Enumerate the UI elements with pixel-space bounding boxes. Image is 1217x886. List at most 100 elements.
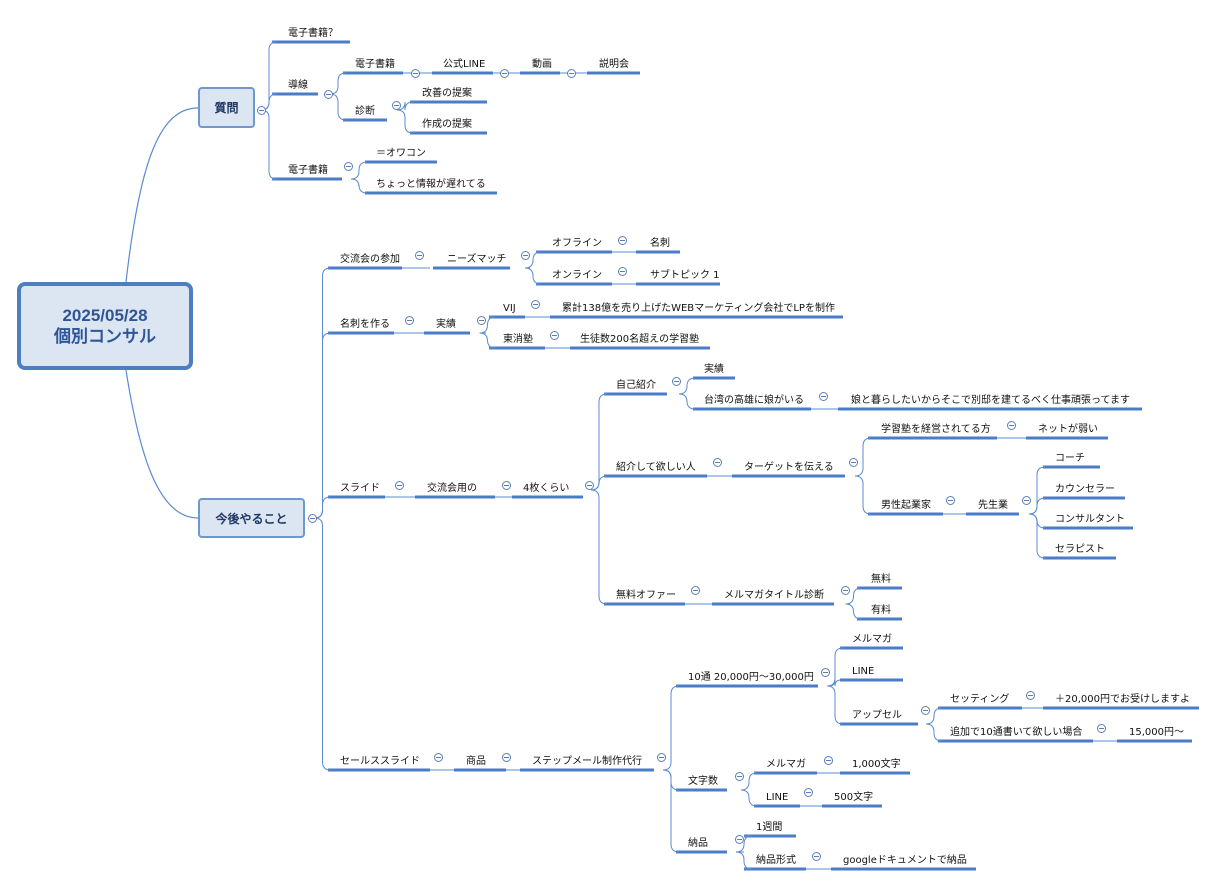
collapse-toggle-icon[interactable]: [823, 755, 833, 765]
collapse-toggle-icon[interactable]: [945, 495, 955, 505]
collapse-toggle-icon[interactable]: [820, 667, 830, 677]
node-koryukaiyou[interactable]: 交流会用の: [427, 483, 477, 494]
node-merumaga[interactable]: メルマガ: [852, 634, 892, 645]
collapse-toggle-icon[interactable]: [712, 457, 722, 467]
collapse-toggle-icon[interactable]: [848, 457, 858, 467]
node-taiwan-detail[interactable]: 娘と暮らしたいからそこで別邸を建てるべく仕事頑張ってます: [851, 395, 1130, 406]
node-dosen-video[interactable]: 動画: [532, 59, 552, 70]
node-sakusei[interactable]: 作成の提案: [422, 119, 472, 130]
branch-kongo[interactable]: 今後やること: [198, 498, 305, 538]
node-shohin[interactable]: 商品: [466, 756, 486, 767]
node-vij[interactable]: VIJ: [503, 303, 516, 314]
node-ebook-question[interactable]: 電子書籍？: [288, 28, 338, 39]
node-nohin-keishiki[interactable]: 納品形式: [756, 855, 796, 866]
node-jiko-jisseki[interactable]: 実績: [704, 364, 724, 375]
node-meishi-tsukuru[interactable]: 名刺を作る: [340, 319, 390, 330]
collapse-toggle-icon[interactable]: [920, 705, 930, 715]
collapse-toggle-icon[interactable]: [840, 585, 850, 595]
node-mj-merumaga[interactable]: メルマガ: [766, 759, 806, 770]
node-toshojuku[interactable]: 東消塾: [503, 334, 533, 345]
node-online[interactable]: オンライン: [552, 270, 602, 281]
node-muryo-offer[interactable]: 無料オファー: [616, 590, 676, 601]
collapse-toggle-icon[interactable]: [433, 752, 443, 762]
node-koryukai[interactable]: 交流会の参加: [340, 254, 400, 265]
node-subtopic[interactable]: サブトピック 1: [650, 270, 720, 281]
node-vij-detail[interactable]: 累計138億を売り上げたWEBマーケティング会社でLPを制作: [562, 303, 835, 314]
collapse-toggle-icon[interactable]: [584, 480, 594, 490]
collapse-toggle-icon[interactable]: [1096, 723, 1106, 733]
collapse-toggle-icon[interactable]: [410, 68, 420, 78]
root-topic[interactable]: 2025/05/28 個別コンサル: [17, 282, 193, 370]
node-isshukan[interactable]: 1週間: [756, 822, 783, 833]
node-meishi[interactable]: 名刺: [650, 238, 670, 249]
collapse-toggle-icon[interactable]: [520, 250, 530, 260]
node-google[interactable]: googleドキュメントで納品: [843, 855, 967, 866]
node-upsell[interactable]: アップセル: [852, 710, 902, 721]
collapse-toggle-icon[interactable]: [549, 330, 559, 340]
collapse-toggle-icon[interactable]: [617, 235, 627, 245]
node-mojisu[interactable]: 文字数: [688, 776, 718, 787]
collapse-toggle-icon[interactable]: [1006, 420, 1016, 430]
collapse-toggle-icon[interactable]: [818, 391, 828, 401]
collapse-toggle-icon[interactable]: [499, 68, 509, 78]
collapse-toggle-icon[interactable]: [256, 105, 266, 115]
node-sensei[interactable]: 先生業: [978, 500, 1008, 511]
collapse-toggle-icon[interactable]: [307, 513, 317, 523]
node-nohin[interactable]: 納品: [688, 838, 708, 849]
node-shindan[interactable]: 診断: [355, 106, 375, 117]
node-price10[interactable]: 10通 20,000円〜30,000円: [688, 672, 814, 683]
node-needs[interactable]: ニーズマッチ: [447, 254, 507, 265]
node-jisseki[interactable]: 実績: [436, 319, 456, 330]
node-net[interactable]: ネットが弱い: [1038, 424, 1098, 435]
node-dosen-line[interactable]: 公式LINE: [443, 59, 486, 70]
collapse-toggle-icon[interactable]: [617, 266, 627, 276]
node-jiko[interactable]: 自己紹介: [616, 380, 656, 391]
collapse-toggle-icon[interactable]: [803, 787, 813, 797]
node-dosen-setsumeikai[interactable]: 説明会: [599, 59, 629, 70]
collapse-toggle-icon[interactable]: [690, 585, 700, 595]
node-slide[interactable]: スライド: [340, 483, 380, 494]
node-counselor[interactable]: カウンセラー: [1055, 484, 1115, 495]
node-sales-slide[interactable]: セールススライド: [340, 756, 420, 767]
node-dansei[interactable]: 男性起業家: [881, 500, 931, 511]
collapse-toggle-icon[interactable]: [404, 315, 414, 325]
node-ebook-2[interactable]: 電子書籍: [288, 165, 328, 176]
collapse-toggle-icon[interactable]: [811, 851, 821, 861]
node-therapist[interactable]: セラピスト: [1055, 544, 1105, 555]
node-gakushu[interactable]: 学習塾を経営されてる方: [881, 424, 991, 435]
collapse-toggle-icon[interactable]: [530, 299, 540, 309]
node-tsuika[interactable]: 追加で10通書いて欲しい場合: [950, 727, 1083, 738]
node-line[interactable]: LINE: [852, 666, 875, 677]
collapse-toggle-icon[interactable]: [656, 752, 666, 762]
node-setting-price[interactable]: ＋20,000円でお受けしますよ: [1055, 694, 1190, 705]
node-yonmai[interactable]: 4枚くらい: [523, 483, 570, 494]
node-dosen-ebook[interactable]: 電子書籍: [355, 59, 395, 70]
node-mj-merumaga-value[interactable]: 1,000文字: [852, 759, 901, 770]
collapse-toggle-icon[interactable]: [501, 752, 511, 762]
node-mj-line[interactable]: LINE: [766, 792, 789, 803]
node-setting[interactable]: セッティング: [950, 694, 1010, 705]
node-yuryo[interactable]: 有料: [871, 605, 891, 616]
collapse-toggle-icon[interactable]: [734, 834, 744, 844]
node-coach[interactable]: コーチ: [1055, 453, 1085, 464]
node-dosen[interactable]: 導線: [288, 80, 308, 91]
node-step[interactable]: ステップメール制作代行: [532, 756, 642, 767]
collapse-toggle-icon[interactable]: [734, 771, 744, 781]
collapse-toggle-icon[interactable]: [476, 315, 486, 325]
node-tsuika-price[interactable]: 15,000円〜: [1129, 727, 1184, 738]
node-taiwan[interactable]: 台湾の高雄に娘がいる: [704, 395, 804, 406]
collapse-toggle-icon[interactable]: [1025, 690, 1035, 700]
node-okureteru[interactable]: ちょっと情報が遅れてる: [376, 179, 486, 190]
node-target[interactable]: ターゲットを伝える: [744, 462, 834, 473]
node-offline[interactable]: オフライン: [552, 238, 602, 249]
node-mj-line-value[interactable]: 500文字: [834, 792, 874, 803]
collapse-toggle-icon[interactable]: [1021, 495, 1031, 505]
node-muryo[interactable]: 無料: [871, 574, 891, 585]
node-shokai[interactable]: 紹介して欲しい人: [616, 462, 696, 473]
collapse-toggle-icon[interactable]: [414, 250, 424, 260]
collapse-toggle-icon[interactable]: [323, 89, 333, 99]
collapse-toggle-icon[interactable]: [671, 376, 681, 386]
collapse-toggle-icon[interactable]: [394, 480, 404, 490]
node-consultant[interactable]: コンサルタント: [1055, 514, 1125, 525]
collapse-toggle-icon[interactable]: [501, 480, 511, 490]
